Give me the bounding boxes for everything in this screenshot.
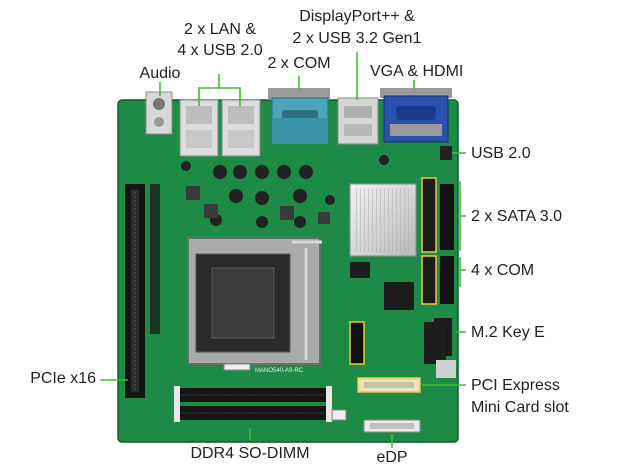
label-usb20: USB 2.0: [471, 145, 531, 162]
capacitor-array: [181, 155, 389, 228]
ddr4-sodimm-slots: [174, 386, 332, 422]
sata-connectors: [421, 177, 454, 253]
label-displayport-line2: 2 x USB 3.2 Gen1: [292, 30, 422, 47]
label-lan-usb-line1: 2 x LAN &: [183, 21, 257, 38]
com-port-top: [268, 88, 330, 144]
lan-usb-stack-1: [179, 99, 219, 157]
fan-connectors: [223, 363, 347, 421]
leader-com4: [458, 257, 461, 287]
label-minicard-line1: PCI Express: [471, 377, 560, 394]
pcie-side-slot: [150, 184, 160, 334]
label-sata: 2 x SATA 3.0: [471, 208, 563, 225]
m2-key-e-slot: [349, 321, 365, 365]
label-displayport-line1: DisplayPort++ &: [299, 8, 415, 25]
label-lan-usb-line2: 4 x USB 2.0: [177, 42, 263, 59]
leader-lines: [100, 52, 466, 448]
inductor-chokes: [186, 186, 330, 224]
label-edp: eDP: [376, 449, 408, 466]
battery-area: [424, 322, 456, 378]
silkscreen-model: MANO540-A9-RC: [255, 368, 304, 374]
label-com4: 4 x COM: [471, 262, 535, 279]
pcie-x16-slot: [125, 184, 145, 398]
label-audio: Audio: [139, 65, 181, 82]
mini-card-slot: [357, 377, 421, 393]
super-io-chip: [350, 262, 414, 310]
lan-usb-stack-2: [221, 99, 261, 157]
label-m2: M.2 Key E: [471, 324, 545, 341]
label-pcie: PCIe x16: [30, 370, 96, 387]
label-vga-hdmi: VGA & HDMI: [370, 63, 464, 80]
edp-connector: [363, 419, 421, 433]
cpu-socket: [187, 237, 322, 365]
usb20-header: [440, 146, 452, 160]
vga-hdmi-port: [380, 88, 452, 143]
label-ddr4: DDR4 SO-DIMM: [190, 445, 310, 462]
label-minicard-line2: Mini Card slot: [471, 399, 569, 416]
label-com-top: 2 x COM: [267, 55, 331, 72]
displayport-usb: [337, 97, 379, 145]
audio-jack: [145, 91, 173, 135]
chipset-heatsink: [349, 183, 417, 257]
